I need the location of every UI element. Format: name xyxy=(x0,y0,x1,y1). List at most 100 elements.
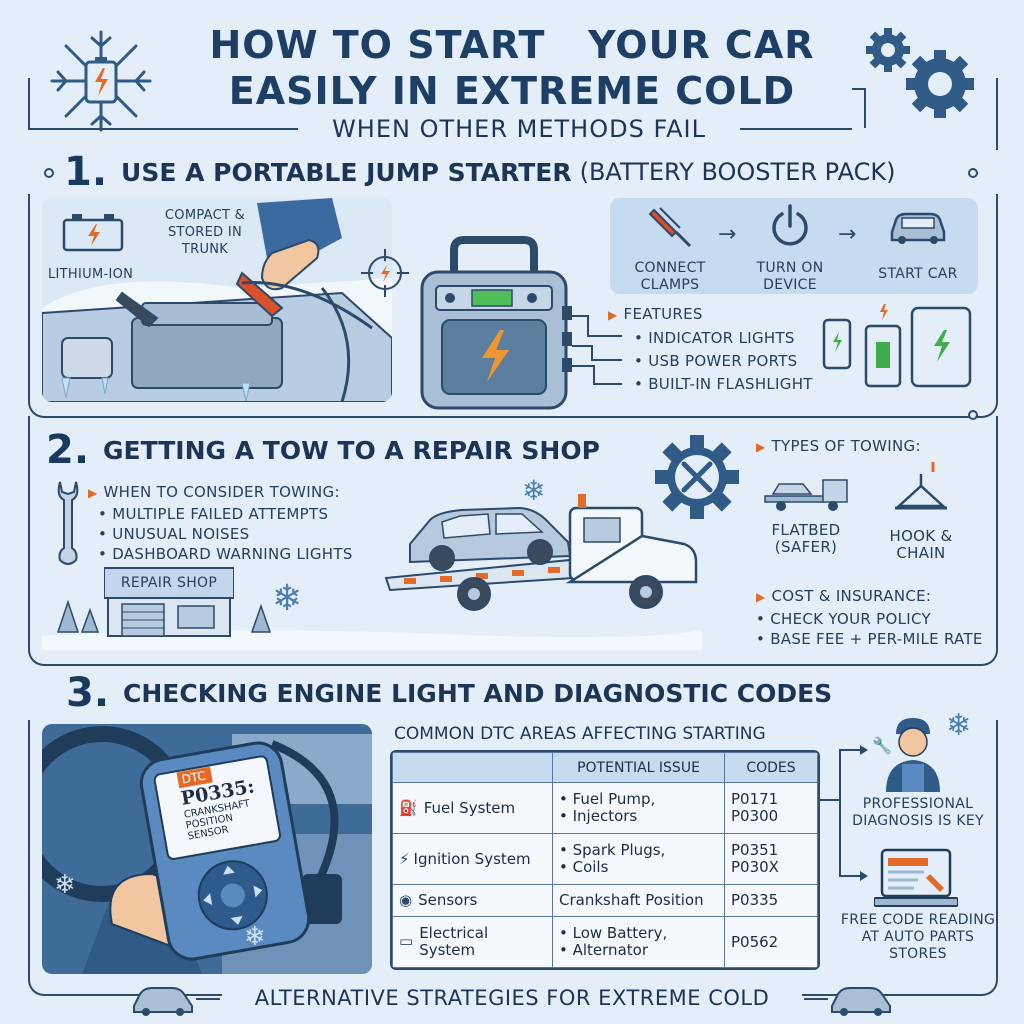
section-2-heading: GETTING A TOW TO A REPAIR SHOP xyxy=(103,435,600,465)
section-1-heading: USE A PORTABLE JUMP STARTER xyxy=(121,157,572,187)
row-codes: P0562 xyxy=(724,915,818,968)
dtc-table-frame: POTENTIAL ISSUE CODES ⛽ Fuel System • Fue… xyxy=(390,750,820,970)
wrench-icon xyxy=(54,478,82,568)
tow-truck xyxy=(384,486,702,622)
consider-title: WHEN TO CONSIDER TOWING: xyxy=(103,483,340,501)
types-title: TYPES OF TOWING: xyxy=(771,437,921,455)
snowflake-battery-icon xyxy=(48,28,154,134)
row-system: Ignition System xyxy=(413,849,531,868)
table-row: ▭ Electrical System • Low Battery, • Alte… xyxy=(392,915,818,968)
mechanic-icon xyxy=(880,712,946,792)
features-list: ▶FEATURES • INDICATOR LIGHTS • USB POWER… xyxy=(608,305,813,393)
repair-shop-sign: REPAIR SHOP xyxy=(120,575,218,591)
dtc-table: POTENTIAL ISSUE CODES ⛽ Fuel System • Fue… xyxy=(392,752,818,968)
towing-type-flatbed: FLATBED (SAFER) xyxy=(754,466,858,556)
feature-item: BUILT-IN FLASHLIGHT xyxy=(648,375,813,393)
footer-car-right xyxy=(828,982,894,1016)
row-system: Sensors xyxy=(418,891,478,910)
laptop-icon xyxy=(873,848,959,908)
section-2-number: 2. xyxy=(46,427,90,473)
towing-type-flatbed-label: FLATBED (SAFER) xyxy=(771,521,841,556)
battery-icon: ▭ xyxy=(399,932,414,951)
page-title: HOW TO START YOUR CAR EASILY IN EXTREME … xyxy=(150,22,874,114)
clamp-icon xyxy=(648,207,692,248)
battery-icon xyxy=(62,212,124,252)
fuel-pump-icon: ⛽ xyxy=(399,798,418,817)
consider-item: DASHBOARD WARNING LIGHTS xyxy=(112,545,353,563)
step-power: TURN ON DEVICE xyxy=(740,202,840,294)
feature-item: USB POWER PORTS xyxy=(648,352,798,370)
step-connect: CONNECT CLAMPS xyxy=(616,202,724,294)
types-title-row: ▶TYPES OF TOWING: xyxy=(756,437,921,455)
connector-dot xyxy=(968,168,978,178)
subtitle-line-right xyxy=(740,128,852,130)
section-3-number: 3. xyxy=(66,670,110,716)
trunk-label: COMPACT & STORED IN TRUNK xyxy=(164,208,246,257)
section-1-frame xyxy=(28,172,998,418)
consider-list: ▶WHEN TO CONSIDER TOWING: • MULTIPLE FAI… xyxy=(88,483,353,563)
engine-bay-illustration xyxy=(42,198,392,402)
arrow-icon: → xyxy=(718,222,737,247)
connector-dot xyxy=(44,168,54,178)
row-issue: • Spark Plugs, • Coils xyxy=(552,832,725,885)
subtitle-line-left xyxy=(28,128,298,130)
table-row: ◉Sensors Crankshaft Position P0335 xyxy=(392,883,818,917)
outer-left-rail xyxy=(28,78,30,128)
subtitle-connector xyxy=(852,88,866,128)
tool-icon: 🔧 xyxy=(872,736,892,755)
subtitle: WHEN OTHER METHODS FAIL xyxy=(332,115,706,143)
footer-car-left xyxy=(130,982,196,1016)
hook-icon xyxy=(895,462,947,510)
row-issue: • Fuel Pump, • Injectors xyxy=(552,782,725,834)
snowflake-icon: ❄ xyxy=(54,870,76,900)
row-system: Fuel System xyxy=(423,798,516,817)
row-issue: • Low Battery, • Alternator xyxy=(552,915,725,968)
cost-title: COST & INSURANCE: xyxy=(771,587,932,605)
crosshair-icon xyxy=(358,246,412,300)
cost-item: CHECK YOUR POLICY xyxy=(770,610,931,628)
towing-type-hook: HOOK & CHAIN xyxy=(876,460,966,562)
consider-item: MULTIPLE FAILED ATTEMPTS xyxy=(112,505,329,523)
snowflake-icon: ❄ xyxy=(522,474,546,507)
device-connectors xyxy=(572,306,624,386)
towing-type-hook-label: HOOK & CHAIN xyxy=(889,527,953,562)
step-start: START CAR xyxy=(862,206,974,283)
snowflake-icon: ❄ xyxy=(244,922,266,952)
feature-item: INDICATOR LIGHTS xyxy=(648,329,795,347)
dtc-table-title: COMMON DTC AREAS AFFECTING STARTING xyxy=(394,724,766,744)
footer-line-right xyxy=(804,998,828,1000)
step-connect-label: CONNECT CLAMPS xyxy=(634,260,706,293)
section-1-header: 1. USE A PORTABLE JUMP STARTER (BATTERY … xyxy=(20,149,1006,195)
col-codes: CODES xyxy=(724,752,818,783)
col-system xyxy=(392,752,553,783)
cost-item: BASE FEE + PER-MILE RATE xyxy=(770,630,983,648)
power-icon xyxy=(772,204,808,246)
spark-plug-icon: ⚡ xyxy=(399,849,410,868)
jump-starter-device xyxy=(414,236,574,412)
repair-shop-building xyxy=(103,566,235,638)
row-system: Electrical System xyxy=(419,923,489,959)
gear-wrench-icon xyxy=(654,434,740,520)
row-codes: P0335 xyxy=(724,883,818,917)
branch-lines xyxy=(820,740,870,890)
flatbed-truck-icon xyxy=(764,479,848,511)
footer-line-left xyxy=(196,998,220,1000)
step-start-label: START CAR xyxy=(878,266,958,282)
features-title: FEATURES xyxy=(623,305,703,323)
section-1-heading-paren: (BATTERY BOOSTER PACK) xyxy=(579,158,896,186)
battery-label: LITHIUM-ION xyxy=(48,267,134,282)
section-1-number: 1. xyxy=(64,149,108,195)
cost-list: ▶COST & INSURANCE: • CHECK YOUR POLICY •… xyxy=(756,587,983,648)
title-line-1: HOW TO START YOUR CAR xyxy=(209,23,815,67)
section-2-frame xyxy=(28,416,998,666)
section-3-header: 3. CHECKING ENGINE LIGHT AND DIAGNOSTIC … xyxy=(20,666,1006,720)
col-issue: POTENTIAL ISSUE xyxy=(552,752,725,783)
section-3-heading: CHECKING ENGINE LIGHT AND DIAGNOSTIC COD… xyxy=(123,678,833,708)
free-code-label: FREE CODE READING AT AUTO PARTS STORES xyxy=(840,912,996,962)
section-2-header: 2. GETTING A TOW TO A REPAIR SHOP xyxy=(46,426,610,474)
sensor-icon: ◉ xyxy=(399,891,413,910)
snowflake-icon: ❄ xyxy=(946,708,972,743)
title-line-2: EASILY IN EXTREME COLD xyxy=(228,69,796,113)
arrow-icon: → xyxy=(838,222,857,247)
table-row: ⛽Fuel System • Fuel Pump, • Injectors P0… xyxy=(392,782,818,834)
